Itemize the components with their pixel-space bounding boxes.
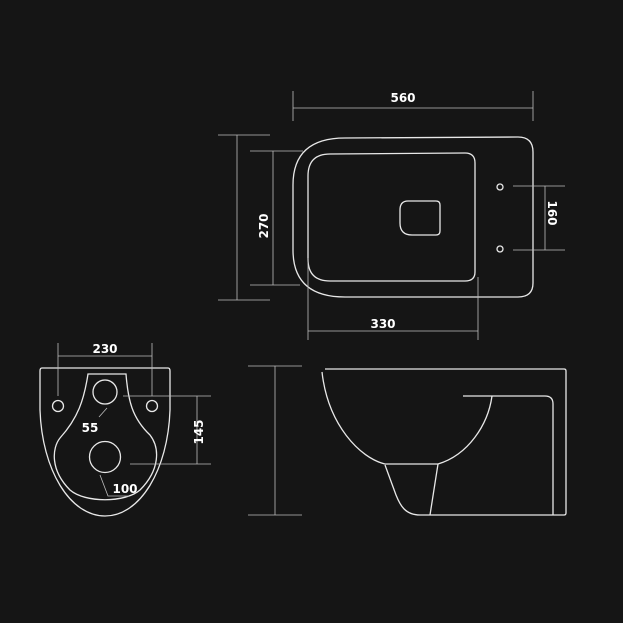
dimension-label: 330 bbox=[370, 317, 395, 331]
water-inlet bbox=[92, 379, 118, 405]
top-view: 560 270 160 330 bbox=[218, 91, 565, 340]
side-view bbox=[248, 365, 567, 516]
dimension-outer-width bbox=[218, 134, 270, 301]
rear-cavity-outline bbox=[463, 395, 554, 515]
dimension-label: 270 bbox=[257, 213, 271, 238]
seat-opening-outline bbox=[307, 152, 476, 282]
fixing-hole bbox=[496, 183, 504, 191]
dimension-label: 55 bbox=[82, 421, 99, 435]
dimension-height bbox=[248, 365, 302, 516]
dimension-145: 145 bbox=[123, 395, 211, 465]
dimension-330: 330 bbox=[307, 258, 479, 340]
pedestal-line bbox=[429, 463, 439, 516]
dimension-230: 230 bbox=[57, 342, 153, 396]
side-view-outline bbox=[325, 368, 567, 516]
dimension-label: 560 bbox=[390, 91, 415, 105]
dimension-label: 100 bbox=[112, 482, 137, 496]
fixing-hole bbox=[145, 399, 159, 413]
dimension-label: 145 bbox=[192, 419, 206, 444]
flush-outlet-outline bbox=[399, 200, 441, 236]
dimension-560: 560 bbox=[292, 91, 534, 121]
fixing-hole bbox=[496, 245, 504, 253]
dimension-100: 100 bbox=[99, 474, 138, 497]
dimension-270: 270 bbox=[250, 150, 303, 286]
bowl-outline bbox=[321, 371, 493, 465]
dimension-55: 55 bbox=[82, 407, 108, 435]
dimension-label: 230 bbox=[92, 342, 117, 356]
dimension-label: 160 bbox=[545, 200, 559, 225]
rear-recess-outline bbox=[53, 373, 158, 501]
rear-view-outline bbox=[39, 367, 171, 517]
fixing-hole bbox=[51, 399, 65, 413]
waste-outlet bbox=[88, 440, 122, 474]
top-view-outline bbox=[292, 136, 534, 298]
dimension-160: 160 bbox=[513, 185, 565, 251]
rear-view: 230 145 55 100 bbox=[39, 342, 211, 517]
